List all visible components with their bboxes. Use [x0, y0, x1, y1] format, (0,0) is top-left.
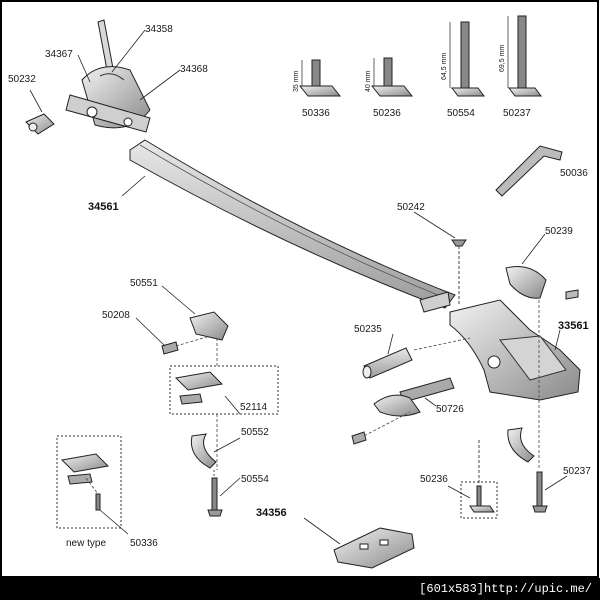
label-34356: 34356	[256, 507, 287, 519]
assembly-lines	[85, 300, 540, 495]
label-50235: 50235	[354, 324, 382, 335]
wheel-holder-assembly	[65, 19, 151, 133]
bolt-box-50236	[460, 440, 498, 519]
label-50336-top: 50336	[302, 108, 330, 119]
main-arm-34561	[129, 139, 456, 313]
clip-50552	[190, 427, 535, 469]
leader-lines	[77, 29, 568, 545]
label-50554: 50554	[241, 474, 269, 485]
tube-50235	[362, 347, 413, 379]
new-type-box	[56, 435, 122, 529]
label-33561: 33561	[558, 320, 589, 332]
label-50237-top: 50237	[503, 108, 531, 119]
diagram-canvas: 34358 34367 34368 50232 50336 50236 5055…	[0, 0, 599, 578]
label-50208: 50208	[102, 310, 130, 321]
label-50336: 50336	[130, 538, 158, 549]
label-34561: 34561	[88, 201, 119, 213]
footer-bar: [601x583]http://upic.me/	[0, 578, 600, 600]
bolt-50236	[370, 57, 414, 97]
label-34358: 34358	[145, 24, 173, 35]
kit-box-52114	[169, 365, 279, 415]
label-50554-top: 50554	[447, 108, 475, 119]
base-plate-34356	[333, 527, 415, 569]
screw-50242	[451, 239, 467, 305]
label-50242: 50242	[397, 202, 425, 213]
label-50236: 50236	[420, 474, 448, 485]
label-34367: 34367	[45, 49, 73, 60]
label-50232: 50232	[8, 74, 36, 85]
long-bolt-50237	[532, 471, 548, 513]
label-50551: 50551	[130, 278, 158, 289]
part-50232-knob	[25, 89, 55, 135]
label-new-type: new type	[66, 538, 106, 549]
dim-40mm: 40 mm	[365, 70, 372, 92]
bolt-50336	[298, 59, 342, 97]
label-50552: 50552	[241, 427, 269, 438]
label-50726: 50726	[436, 404, 464, 415]
label-34368: 34368	[180, 64, 208, 75]
label-52114: 52114	[240, 402, 268, 413]
dim-69-5mm: 69,5 mm	[499, 45, 506, 72]
label-50239: 50239	[545, 226, 573, 237]
long-bolt-50554	[207, 470, 223, 517]
bolt-50237	[507, 15, 542, 97]
diagram-border	[0, 0, 599, 578]
label-50036: 50036	[560, 168, 588, 179]
clamp-body-33561	[449, 299, 581, 401]
label-50236-top: 50236	[373, 108, 401, 119]
pin-50208	[161, 341, 179, 355]
footer-text[interactable]: [601x583]http://upic.me/	[419, 582, 592, 596]
lever-50239	[505, 266, 579, 300]
dim-64-5mm: 64,5 mm	[441, 53, 448, 80]
pin-small	[351, 431, 367, 445]
dim-35mm: 35 mm	[293, 70, 300, 92]
bolt-50554	[449, 21, 485, 97]
label-50237: 50237	[563, 466, 591, 477]
rod-50726	[373, 377, 455, 417]
part-50551	[189, 311, 229, 341]
hex-key-50036	[495, 145, 563, 197]
